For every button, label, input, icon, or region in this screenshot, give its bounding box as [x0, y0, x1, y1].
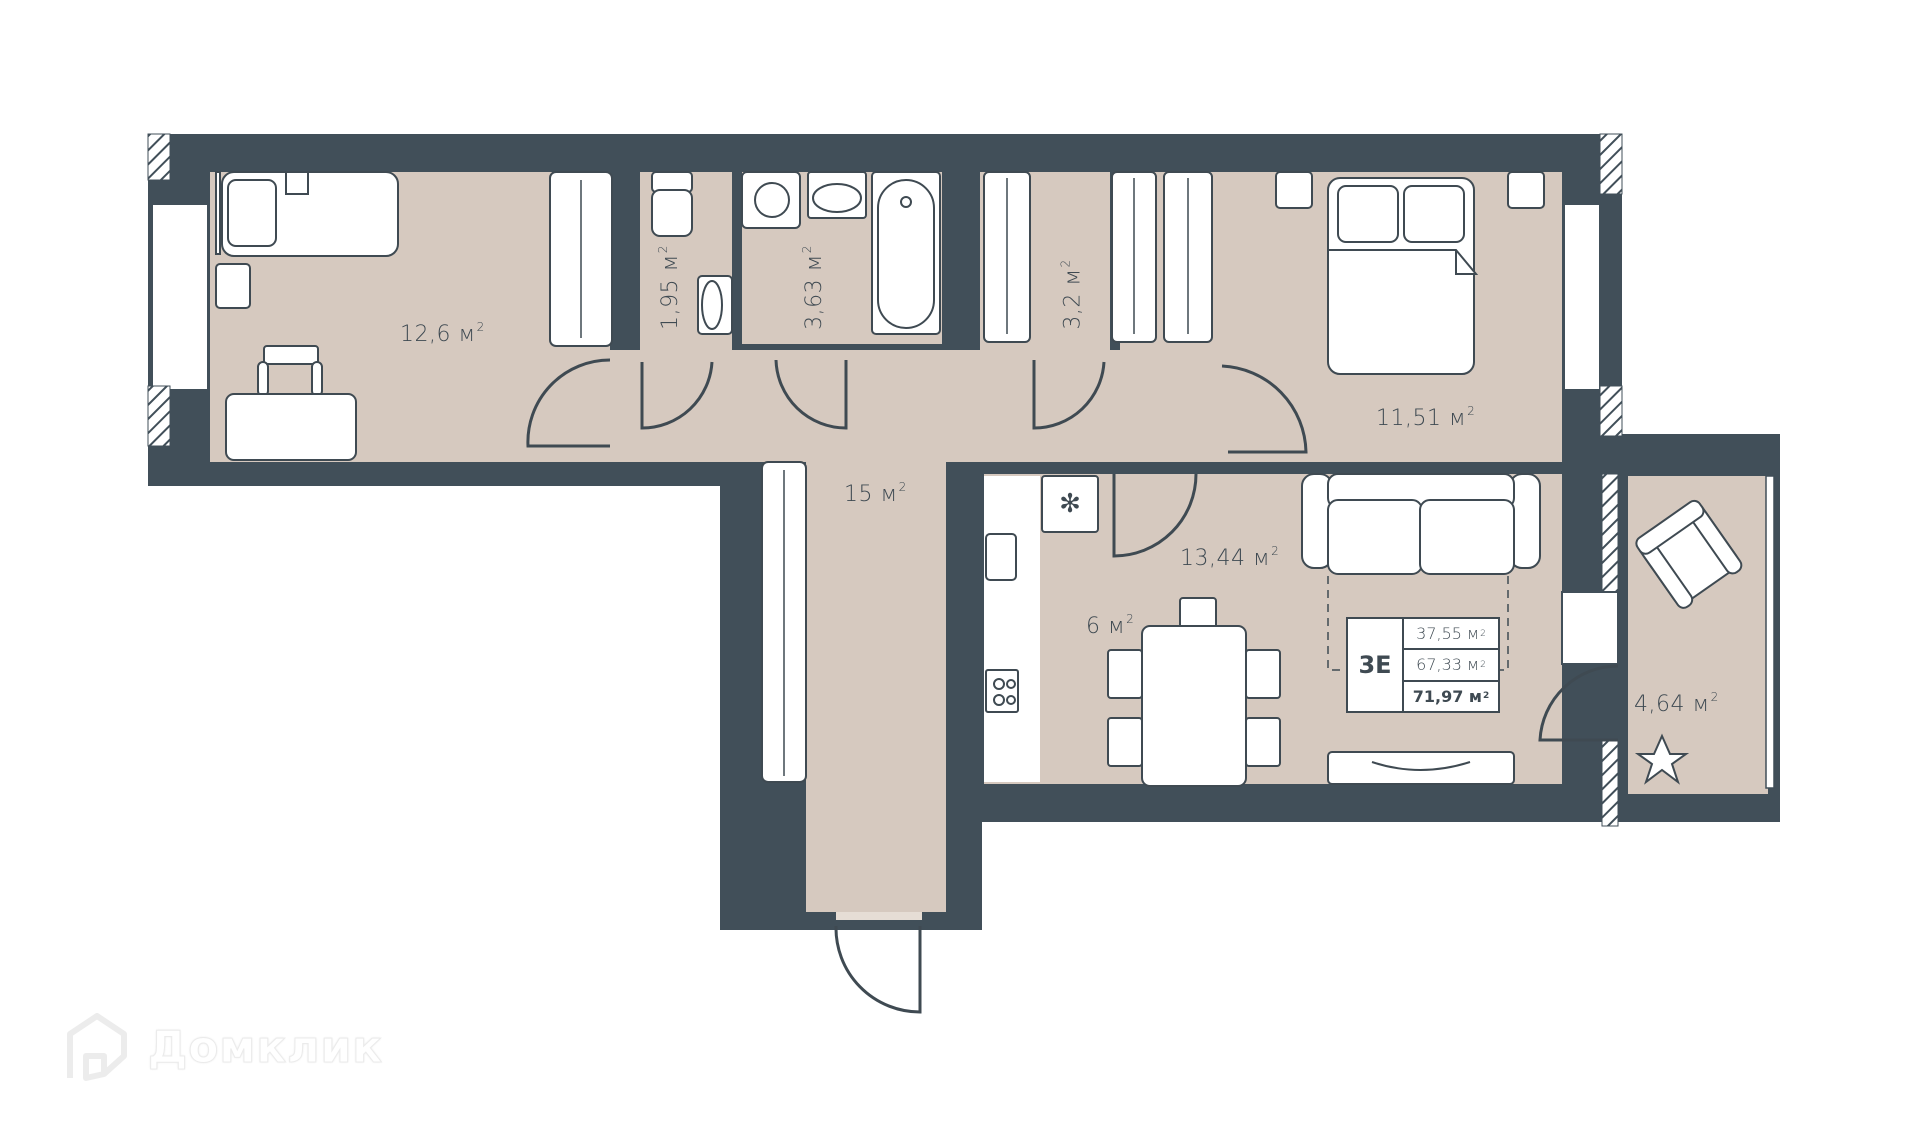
room-area-kitchen: 6 м2: [1086, 612, 1135, 639]
rug-outline: [1327, 576, 1509, 671]
room-area-bathroom: 3,63 м2: [799, 245, 827, 330]
apartment-code: 3E: [1348, 619, 1404, 711]
house-logo-icon: [67, 1013, 127, 1081]
kitchen-counter: [984, 476, 1040, 782]
bathroom-fixtures: [651, 171, 941, 335]
desk-chair: [225, 345, 357, 461]
room-area-toilet: 1,95 м2: [655, 245, 683, 330]
logo-text: Домклик: [147, 1021, 384, 1073]
tv-stand: [1327, 751, 1515, 785]
floor-hallway: [806, 440, 946, 912]
svg-text:✻: ✻: [1059, 489, 1081, 519]
room-area-wardrobe: 3,2 м2: [1058, 259, 1086, 330]
kitchen-appliances: [985, 475, 1099, 713]
sofa: [1301, 473, 1541, 575]
windows: [147, 133, 1775, 920]
bed-single: [215, 171, 399, 309]
doors: [526, 358, 1619, 1014]
domclick-logo: Домклик: [64, 1012, 383, 1082]
room-area-bedroom-1: 12,6 м2: [400, 320, 485, 347]
room-area-balcony: 4,64 м2: [1634, 690, 1719, 717]
room-area-living: 13,44 м2: [1180, 544, 1280, 571]
balcony-furniture: [1634, 499, 1743, 785]
room-area-bedroom-2: 11,51 м2: [1376, 404, 1476, 431]
room-area-hallway: 15 м2: [844, 480, 907, 507]
bed-double: [1275, 171, 1545, 375]
dining-table: [1107, 597, 1281, 787]
